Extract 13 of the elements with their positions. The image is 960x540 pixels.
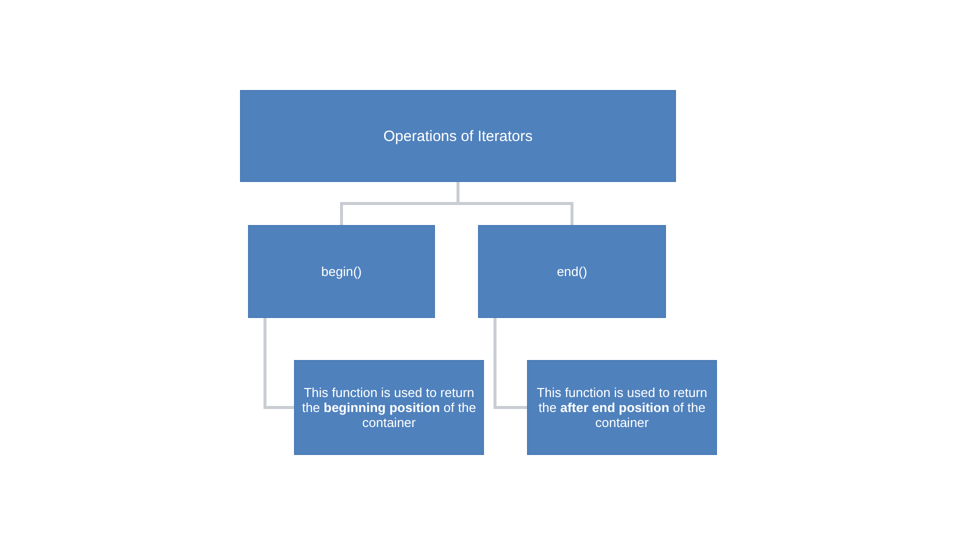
node-title: Operations of Iterators (383, 128, 533, 144)
process-box (294, 360, 484, 455)
connector (264, 318, 294, 409)
node-title: begin() (321, 264, 362, 279)
process-box (248, 225, 435, 318)
description-text: This function is used to return the after end position of the container (536, 385, 708, 430)
node-title: end() (556, 264, 588, 279)
connector (494, 318, 527, 409)
connector (456, 182, 574, 225)
process-box (527, 360, 717, 455)
description-text: This function is used to return the beginning position of the container (301, 385, 477, 430)
process-box (240, 90, 676, 182)
process-box (478, 225, 666, 318)
